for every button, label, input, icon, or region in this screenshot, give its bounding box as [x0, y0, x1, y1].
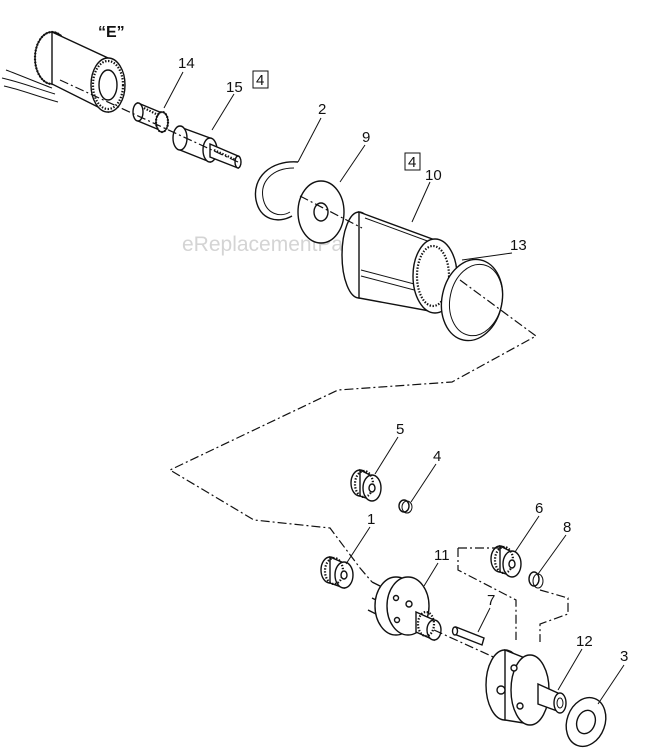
- callout-9: 9: [362, 129, 370, 146]
- lower-guide-lines: [433, 547, 569, 661]
- part-3-washer: [565, 696, 607, 748]
- part-11-carrier: [367, 576, 442, 642]
- callout-7: 7: [487, 592, 495, 609]
- callout-5: 5: [396, 421, 404, 438]
- callout-15: 15: [226, 79, 243, 96]
- svg-text:4: 4: [256, 72, 264, 89]
- callout-13: 13: [510, 237, 527, 254]
- part-15-splined-shaft: [172, 125, 242, 170]
- callout-3: 3: [620, 648, 628, 665]
- callout-4: 4: [433, 448, 441, 465]
- part-14-small-gear: [132, 101, 170, 134]
- part-12-carrier-housing: [485, 648, 567, 726]
- upper-centerline: [59, 79, 538, 583]
- callout-10: 10: [425, 167, 442, 184]
- note-box-a: 4: [252, 70, 269, 89]
- part-7-pin: [451, 626, 485, 646]
- part-4-pin: [398, 499, 413, 514]
- part-10-cylinder-housing: [341, 210, 458, 314]
- callout-labels: 14 15 2 9 10 13 5 4 1 11 6 8 7 12 3: [178, 55, 628, 665]
- ring-gear-assembly: [1, 30, 126, 114]
- part-13-ring-pair: [440, 258, 504, 342]
- note-box-b: 4: [404, 152, 421, 171]
- part-9-washer: [297, 180, 345, 244]
- part-8-pin: [528, 571, 544, 589]
- callout-14: 14: [178, 55, 195, 72]
- leader-lines: [163, 71, 625, 705]
- svg-text:4: 4: [408, 154, 416, 171]
- view-label-e: “E”: [98, 24, 125, 41]
- part-1-gear: [320, 555, 354, 589]
- part-5-gear: [350, 468, 382, 502]
- callout-1: 1: [367, 511, 375, 528]
- callout-6: 6: [535, 500, 543, 517]
- callout-12: 12: [576, 633, 593, 650]
- callout-8: 8: [563, 519, 571, 536]
- callout-11: 11: [434, 547, 450, 564]
- callout-2: 2: [318, 101, 326, 118]
- part-6-gear: [490, 544, 522, 578]
- part-2-snap-ring: [254, 161, 299, 221]
